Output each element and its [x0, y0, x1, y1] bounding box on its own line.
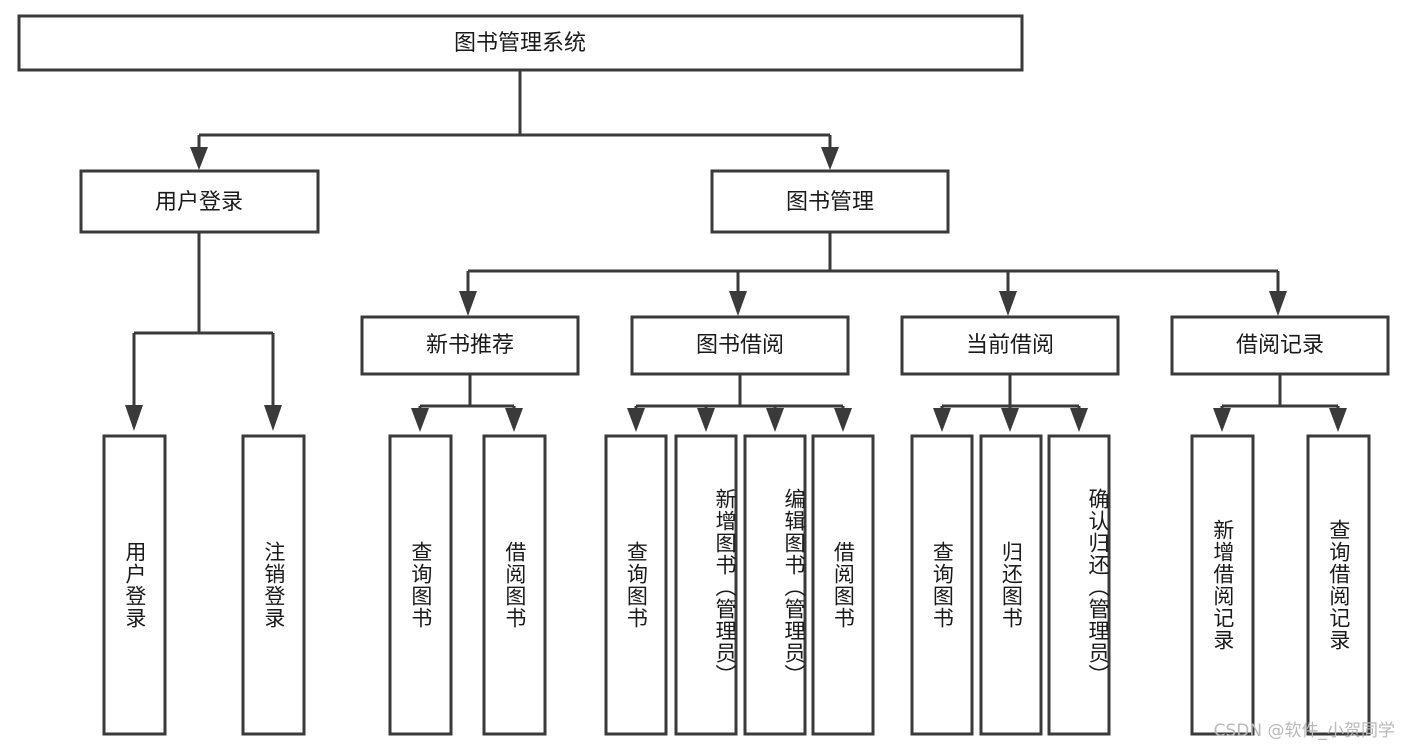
node-new-book-recommend[interactable]: 新书推荐 [360, 315, 580, 376]
arrow-head-icon [505, 408, 523, 432]
leaf-box-query-book-1[interactable] [388, 434, 453, 736]
node-user-login-label: 用户登录 [155, 190, 243, 215]
node-book-management[interactable]: 图书管理 [710, 169, 950, 234]
connector-user-login-to-leaves [125, 232, 282, 431]
leaf-box-return-book[interactable] [979, 434, 1043, 736]
arrow-head-icon [459, 291, 477, 316]
arrow-head-icon [1329, 408, 1347, 432]
leaf-box-logout[interactable] [241, 434, 306, 736]
leaf-box-query-book-2[interactable] [604, 434, 668, 736]
arrow-head-icon [729, 291, 747, 316]
leaf-box-add-borrow-record[interactable] [1190, 434, 1255, 736]
arrow-head-icon [834, 408, 852, 432]
arrow-head-icon [1001, 408, 1019, 432]
node-user-login[interactable]: 用户登录 [79, 169, 320, 234]
arrow-head-icon [1213, 408, 1231, 432]
node-book-borrow[interactable]: 图书借阅 [630, 315, 850, 376]
leaf-box-user-login[interactable] [102, 434, 167, 736]
arrow-head-icon [999, 291, 1017, 316]
leaf-box-borrow-book-2[interactable] [811, 434, 875, 736]
watermark-text: CSDN @软件_小贺同学 [1213, 721, 1395, 741]
leaf-box-edit-book-admin[interactable] [743, 434, 807, 736]
connector-book-borrow-to-leaves [627, 374, 852, 432]
leaf-box-confirm-return-admin[interactable] [1047, 434, 1111, 736]
node-root[interactable]: 图书管理系统 [17, 14, 1024, 72]
arrow-head-icon [766, 408, 784, 432]
node-borrow-record[interactable]: 借阅记录 [1170, 315, 1390, 376]
node-new-book-recommend-label: 新书推荐 [426, 333, 514, 358]
leaf-box-query-book-3[interactable] [910, 434, 974, 736]
arrow-head-icon [697, 408, 715, 432]
connector-borrow-record-to-leaves [1213, 374, 1347, 432]
arrow-head-icon [125, 405, 143, 431]
arrow-head-icon [264, 405, 282, 431]
node-current-borrow-label: 当前借阅 [966, 333, 1054, 358]
arrow-head-icon [821, 147, 839, 170]
arrow-head-icon [1070, 408, 1088, 432]
connector-current-borrow-to-leaves [933, 374, 1088, 432]
node-book-borrow-label: 图书借阅 [696, 333, 784, 358]
arrow-head-icon [411, 408, 429, 432]
arrow-head-icon [627, 408, 645, 432]
node-book-management-label: 图书管理 [786, 190, 874, 215]
connector-root-to-level2 [190, 70, 839, 170]
node-user-login-box[interactable] [79, 169, 320, 234]
node-borrow-record-label: 借阅记录 [1236, 333, 1324, 358]
arrow-head-icon [933, 408, 951, 432]
leaf-box-add-book-admin[interactable] [674, 434, 738, 736]
connector-book-management-to-level3 [459, 232, 1287, 316]
arrow-head-icon [1269, 291, 1287, 316]
arrow-head-icon [190, 147, 208, 170]
node-current-borrow-box[interactable] [900, 315, 1120, 376]
node-root-box[interactable] [17, 14, 1024, 72]
connector-new-book-recommend-to-leaves [411, 374, 523, 432]
node-current-borrow[interactable]: 当前借阅 [900, 315, 1120, 376]
leaf-box-borrow-book-1[interactable] [482, 434, 547, 736]
leaf-box-query-borrow-record[interactable] [1306, 434, 1371, 736]
node-root-label: 图书管理系统 [454, 31, 586, 56]
node-new-book-recommend-box[interactable] [360, 315, 580, 376]
